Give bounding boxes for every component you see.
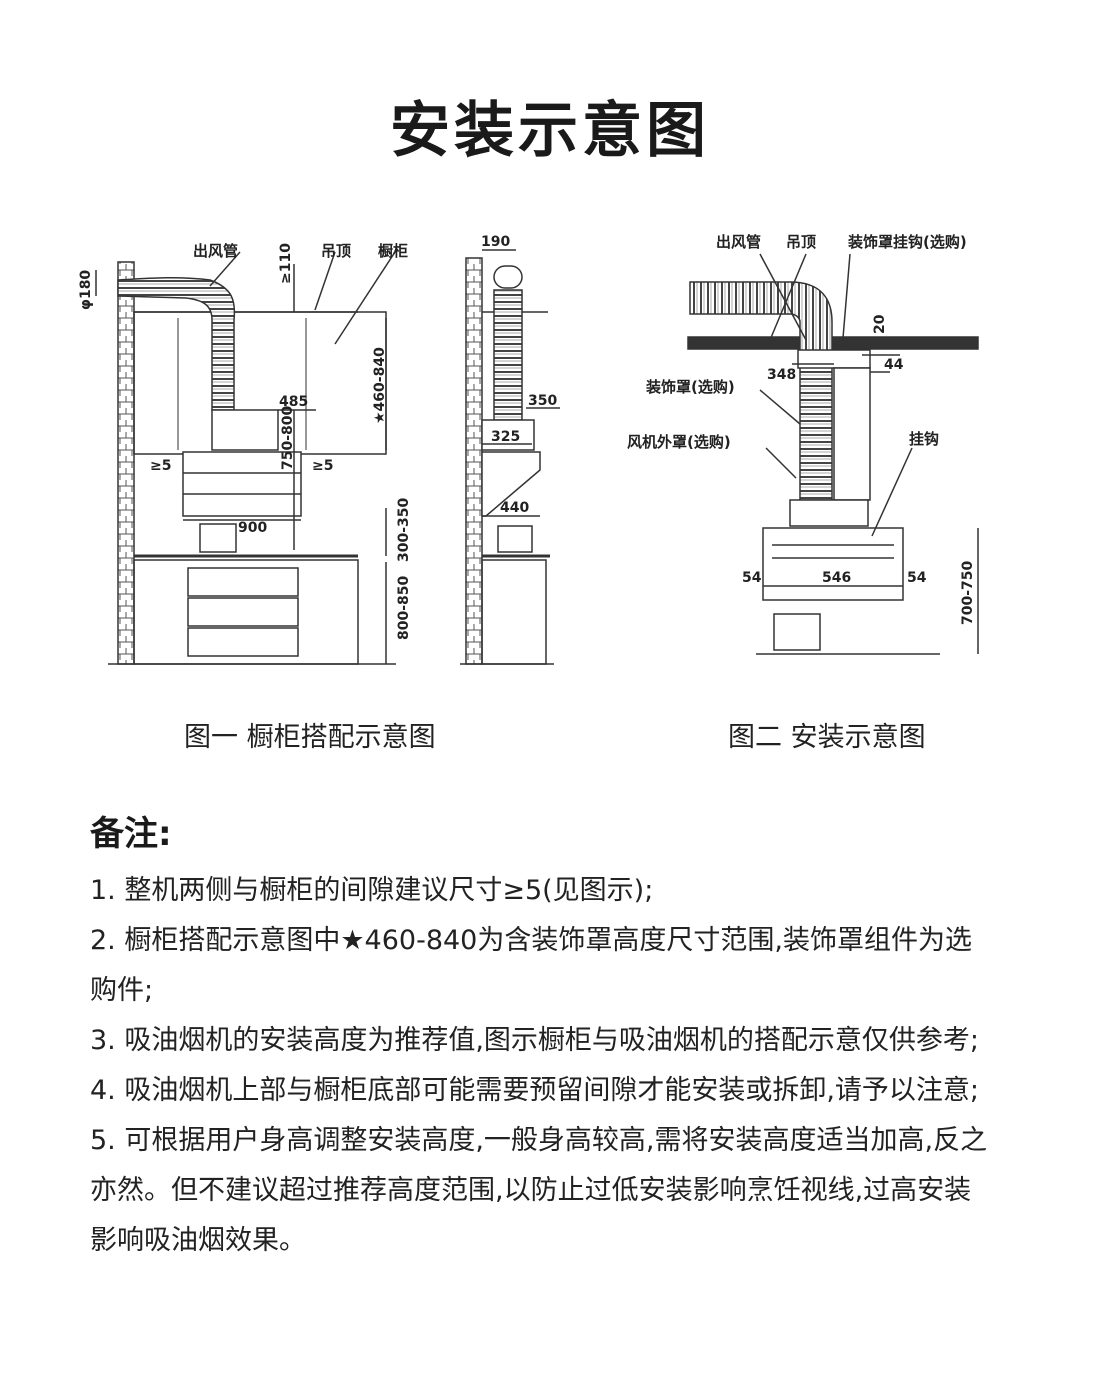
note-line: 2. 橱柜搭配示意图中★460-840为含装饰罩高度尺寸范围,装饰罩组件为选: [90, 925, 972, 956]
notes-list: 1. 整机两侧与橱柜的间隙建议尺寸≥5(见图示); 2. 橱柜搭配示意图中★46…: [90, 866, 1070, 1266]
duct-label: 出风管: [193, 242, 238, 260]
leader-line: [209, 251, 241, 287]
leader-line: [871, 447, 913, 537]
dim-190: 190: [481, 234, 510, 250]
note-line: 购件;: [90, 975, 154, 1006]
fan-cover-label: 风机外罩(选购): [627, 433, 731, 451]
ceiling-label: 吊顶: [321, 242, 351, 260]
wall: [465, 257, 483, 665]
dim-440: 440: [500, 500, 529, 516]
leader-line: [769, 253, 807, 341]
hook-label: 挂钩: [909, 430, 939, 448]
cooking-pot: [199, 523, 237, 553]
dim-44: 44: [884, 357, 904, 373]
duct-end: [493, 265, 523, 289]
dim-ge110: ≥110: [278, 243, 294, 284]
note-line: 5. 可根据用户身高调整安装高度,一般身高较高,需将安装高度适当加高,反之: [90, 1125, 988, 1156]
leader-line: [841, 253, 851, 351]
drawer: [187, 567, 299, 597]
figure-2-caption: 图二 安装示意图: [728, 722, 926, 753]
drawer: [187, 627, 299, 657]
side-view: [460, 249, 560, 665]
dim-phi180: φ180: [78, 270, 94, 310]
base-cabinet: [133, 559, 359, 665]
leader-line: [765, 447, 797, 479]
hook-bracket: [797, 349, 871, 369]
base-cabinet: [481, 559, 547, 665]
note-line: 4. 吸油烟机上部与橱柜底部可能需要预留间隙才能安装或拆卸,请予以注意;: [90, 1075, 980, 1106]
cover-label: 装饰罩(选购): [645, 378, 735, 396]
ceiling-label-2: 吊顶: [786, 233, 816, 251]
figure-1-caption: 图一 橱柜搭配示意图: [184, 722, 436, 753]
installation-diagrams: 出风管 吊顶 橱柜 φ180 ≥110 485 ★460-840 750-800…: [78, 233, 979, 753]
drawer: [187, 597, 299, 627]
figure-2: [687, 253, 979, 655]
note-line: 1. 整机两侧与橱柜的间隙建议尺寸≥5(见图示);: [90, 875, 654, 906]
leader-line: [759, 253, 807, 341]
dim-900: 900: [238, 520, 267, 536]
leader-line: [334, 251, 396, 345]
dim-546: 546: [822, 570, 851, 586]
range-hood-body: [481, 451, 541, 517]
dim-700-750: 700-750: [960, 560, 976, 625]
dim-54-right: 54: [907, 570, 927, 586]
leader-line: [759, 389, 801, 425]
hood-chimney: [481, 419, 535, 451]
dim-20: 20: [872, 314, 888, 334]
note-line: 亦然。但不建议超过推荐高度范围,以防止过低安装影响烹饪视线,过高安装: [90, 1175, 972, 1206]
cooking-pot: [497, 525, 533, 553]
duct-label-2: 出风管: [716, 233, 761, 251]
note-line: 3. 吸油烟机的安装高度为推荐值,图示橱柜与吸油烟机的搭配示意仅供参考;: [90, 1025, 980, 1056]
hood-chimney: [211, 409, 279, 451]
dim-350: 350: [528, 393, 557, 409]
dim-ge5-right: ≥5: [312, 458, 333, 474]
wall: [117, 261, 135, 665]
range-hood-body: [182, 451, 302, 517]
fan-cover: [789, 499, 869, 527]
notes-title: 备注:: [90, 814, 172, 854]
dim-750-800: 750-800: [280, 405, 296, 470]
dim-800-850: 800-850: [396, 575, 412, 640]
cabinet-label: 橱柜: [378, 242, 408, 260]
exhaust-duct: [117, 276, 236, 411]
leader-line: [314, 251, 336, 311]
cooking-pot: [773, 613, 821, 651]
dim-460-840: ★460-840: [372, 347, 388, 424]
dim-348: 348: [767, 367, 796, 383]
figure-1: [95, 251, 396, 665]
dim-54-left: 54: [742, 570, 762, 586]
dim-485: 485: [279, 394, 308, 410]
dim-300-350: 300-350: [396, 497, 412, 562]
dim-ge5-left: ≥5: [150, 458, 171, 474]
dim-325: 325: [491, 429, 520, 445]
ceiling-board: [687, 336, 979, 350]
exhaust-duct-vertical: [799, 353, 833, 501]
hook-cover-label: 装饰罩挂钩(选购): [847, 233, 967, 251]
decorative-cover: [833, 367, 871, 501]
page-title: 安装示意图: [390, 96, 710, 166]
range-hood-body: [762, 527, 904, 601]
note-line: 影响吸油烟效果。: [90, 1225, 306, 1256]
exhaust-duct: [493, 289, 523, 421]
